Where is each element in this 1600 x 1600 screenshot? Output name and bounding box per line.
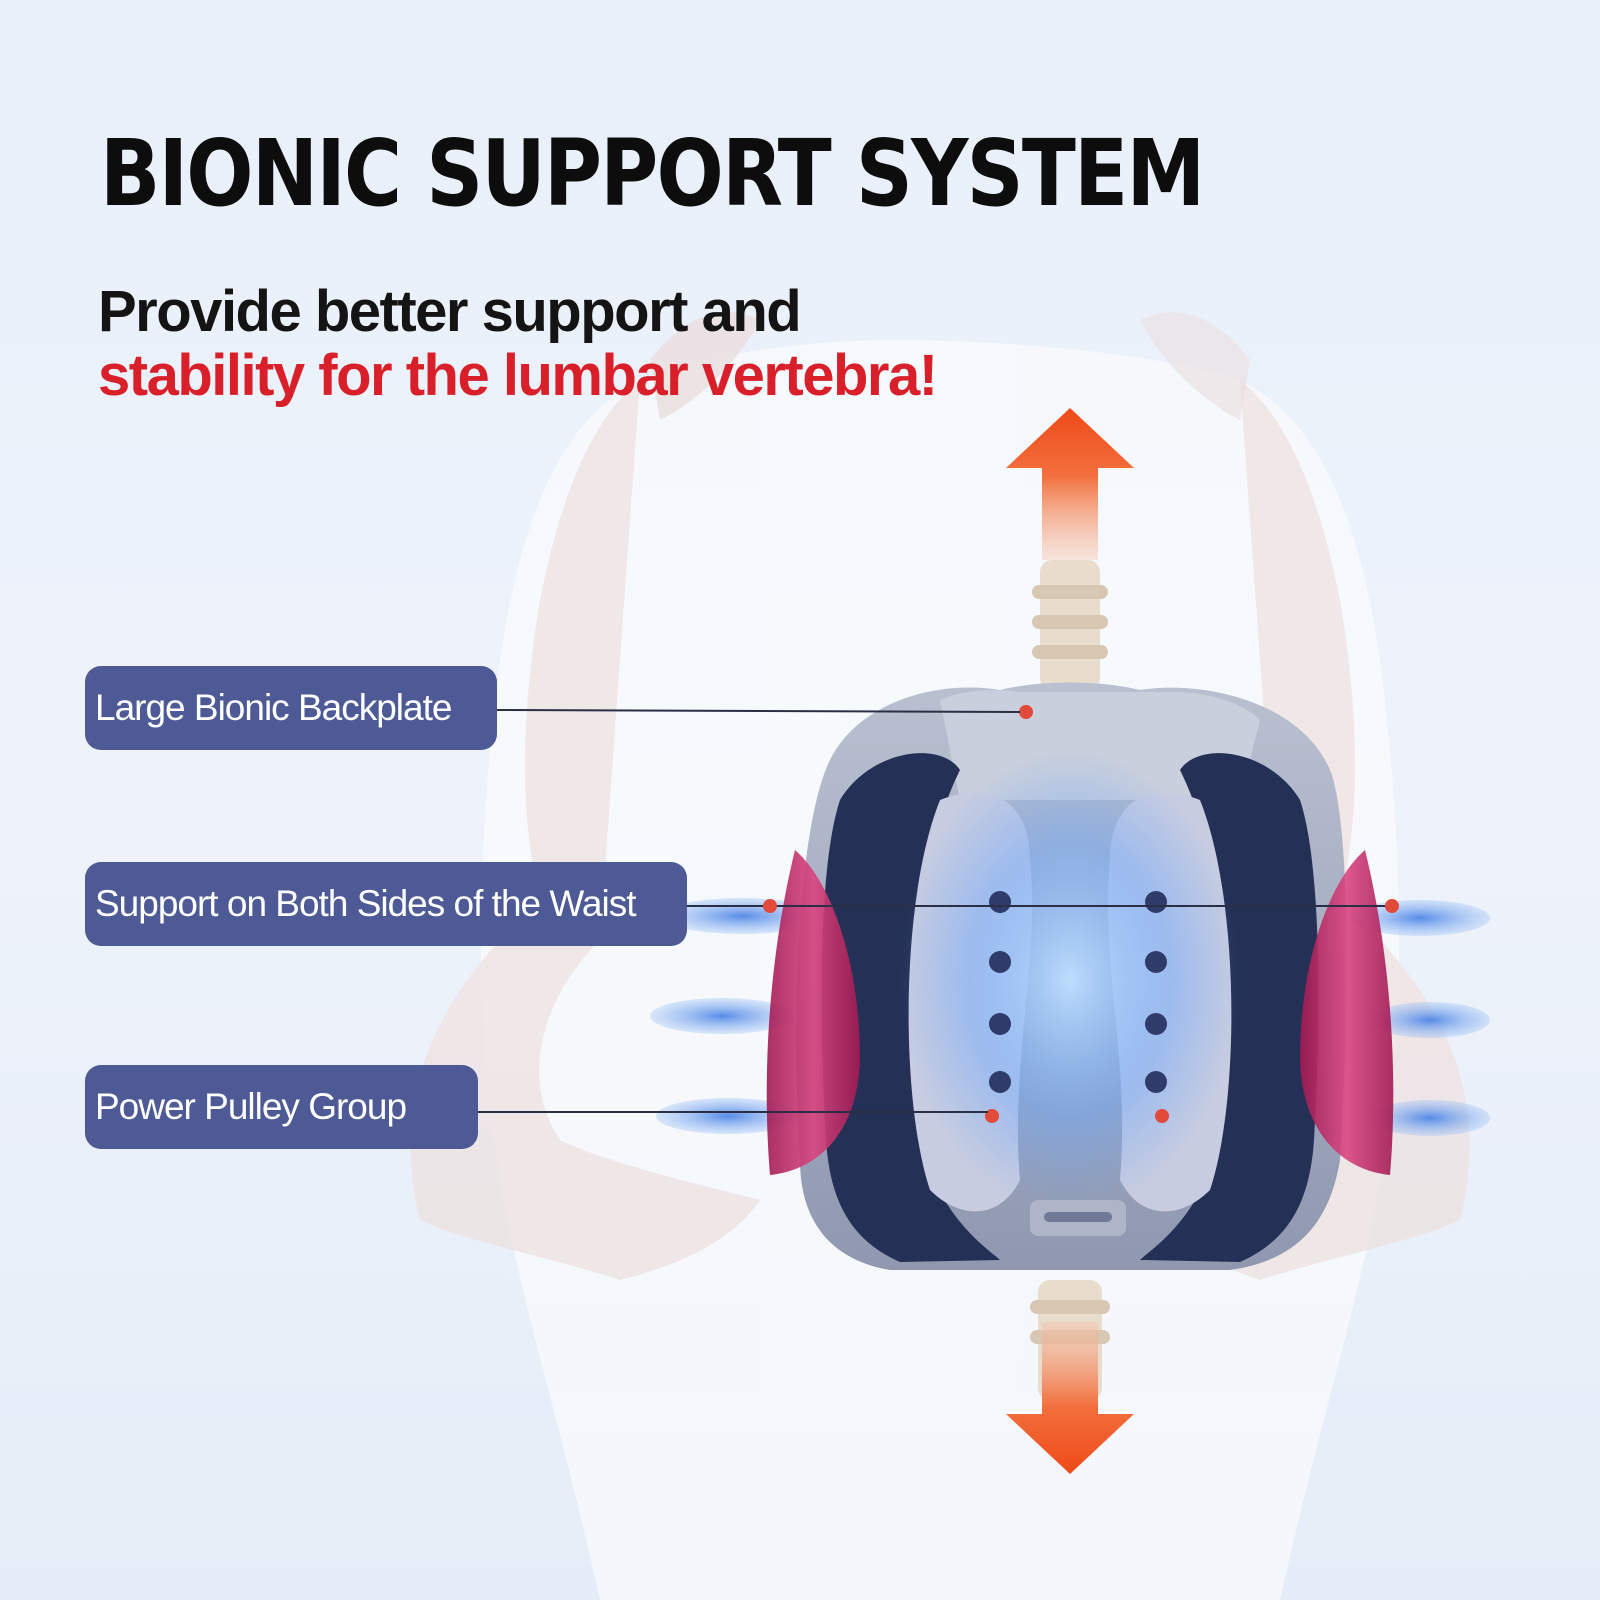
callout-power-pulley-group: Power Pulley Group [85,1065,478,1149]
spine-upper [1032,560,1108,690]
subheading-line-2: stability for the lumbar vertebra! [98,343,938,408]
callout-waist-side-support: Support on Both Sides of the Waist [85,862,687,946]
marker-dot-right [1385,899,1399,913]
callout-large-bionic-backplate: Large Bionic Backplate [85,666,497,750]
leader-lines [478,709,1392,1113]
up-arrow [1006,408,1134,560]
subheading-line-1: Provide better support and [98,279,802,344]
side-support-pads [766,850,1394,1175]
marker-dot-left [763,899,777,913]
subheading: Provide better support and stability for… [98,279,938,408]
headline: BIONIC SUPPORT SYSTEM [100,120,1205,227]
backplate [796,682,1347,1270]
down-arrow [1006,1322,1134,1474]
